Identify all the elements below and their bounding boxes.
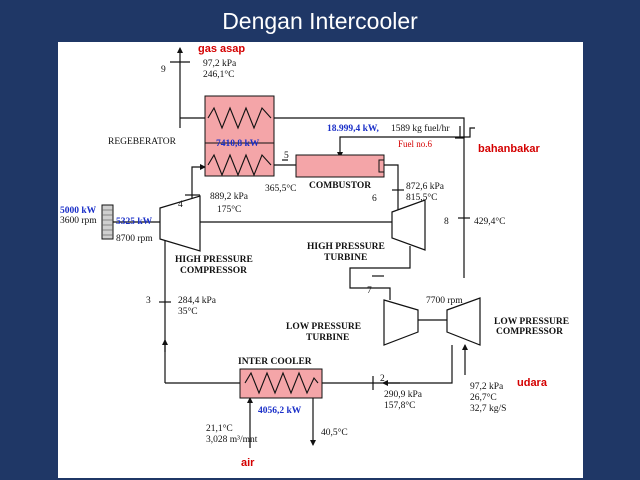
state-8-temperature: 429,4°C <box>474 216 506 227</box>
line-6 <box>384 164 399 218</box>
air-inlet-label: udara <box>517 377 548 389</box>
water-out-temperature: 40,5°C <box>321 427 348 438</box>
state-4-pressure: 889,2 kPa <box>210 192 249 202</box>
fuel-line <box>337 136 460 158</box>
fuel-inlet-label: bahanbakar <box>478 143 540 155</box>
lpt-exhaust-line <box>455 137 465 278</box>
diagram-panel <box>58 42 583 478</box>
intercooler-power: 4056,2 kW <box>258 406 302 416</box>
line-7 <box>349 246 411 300</box>
state-5-temperature: 365,5°C <box>265 183 297 194</box>
state-2-temperature: 157,8°C <box>384 400 416 411</box>
state-5-number: 5 <box>284 151 289 161</box>
state-1-temperature: 26,7°C <box>470 392 497 403</box>
lp-compressor <box>446 297 481 346</box>
state-3-temperature: 35°C <box>178 306 198 317</box>
state-1-mass-flow: 32,7 kg/S <box>470 404 506 414</box>
hp-turbine-label-1: HIGH PRESSURE <box>307 242 385 252</box>
lp-compressor-label-1: LOW PRESSURE <box>494 317 569 327</box>
combustor-label: COMBUSTOR <box>309 181 371 191</box>
flow-lines <box>113 47 475 448</box>
hp-compressor-label-1: HIGH PRESSURE <box>175 255 253 265</box>
state-4-number: 4 <box>178 200 183 210</box>
line-2 <box>322 345 453 384</box>
hp-turbine <box>391 199 426 251</box>
state-6-pressure: 872,6 kPa <box>406 182 445 192</box>
lp-turbine-label-1: LOW PRESSURE <box>286 322 361 332</box>
generator-speed: 3600 rpm <box>60 216 97 226</box>
intercooler-label: INTER COOLER <box>238 357 312 367</box>
lp-shaft-speed: 7700 rpm <box>426 296 463 306</box>
inter-cooler <box>239 368 323 399</box>
fuel-inlet-stub <box>459 126 475 138</box>
state-6-temperature: 815,5°C <box>406 192 438 203</box>
fuel-type: Fuel no.6 <box>398 139 433 149</box>
state-3-number: 3 <box>146 296 151 306</box>
hp-turbine-label-2: TURBINE <box>324 253 367 263</box>
hp-compressor-label-2: COMPRESSOR <box>180 266 247 276</box>
state-2-pressure: 290,9 kPa <box>384 390 423 400</box>
state-9-temperature: 246,1°C <box>203 69 235 80</box>
generator <box>101 204 114 240</box>
water-in-flow: 3,028 m³/mnt <box>206 435 258 445</box>
regenerator-label: REGEBERATOR <box>108 137 177 147</box>
state-7-number: 7 <box>367 286 372 296</box>
state-9-pressure: 97,2 kPa <box>203 59 237 69</box>
line-4 <box>191 164 206 210</box>
regen-hot-in-line <box>274 117 465 138</box>
state-6-number: 6 <box>372 194 377 204</box>
regenerator-power: 7410,8 kW <box>216 139 260 149</box>
state-4-temperature: 175°C <box>217 204 241 215</box>
slide-title: Dengan Intercooler <box>222 8 418 34</box>
state-1-pressure: 97,2 kPa <box>470 382 504 392</box>
lp-turbine-label-2: TURBINE <box>306 333 349 343</box>
hp-compressor <box>159 195 201 252</box>
fuel-power: 18.999,4 kW, <box>327 124 380 134</box>
water-in-temperature: 21,1°C <box>206 423 233 434</box>
water-inlet-label: air <box>241 457 255 469</box>
lp-turbine <box>383 299 419 346</box>
hp-compressor-speed: 8700 rpm <box>116 234 153 244</box>
generator-power: 5000 kW <box>60 206 97 216</box>
hp-compressor-power: 5325 kW <box>116 217 153 227</box>
fuel-rate: 1589 kg fuel/hr <box>391 123 450 134</box>
exhaust-label: gas asap <box>198 43 245 55</box>
state-9-number: 9 <box>161 65 166 75</box>
state-3-pressure: 284,4 kPa <box>178 296 217 306</box>
combustor <box>295 154 385 178</box>
state-8-number: 8 <box>444 217 449 227</box>
regenerator <box>204 95 275 177</box>
state-2-number: 2 <box>380 374 385 384</box>
lp-compressor-label-2: COMPRESSOR <box>496 327 563 337</box>
